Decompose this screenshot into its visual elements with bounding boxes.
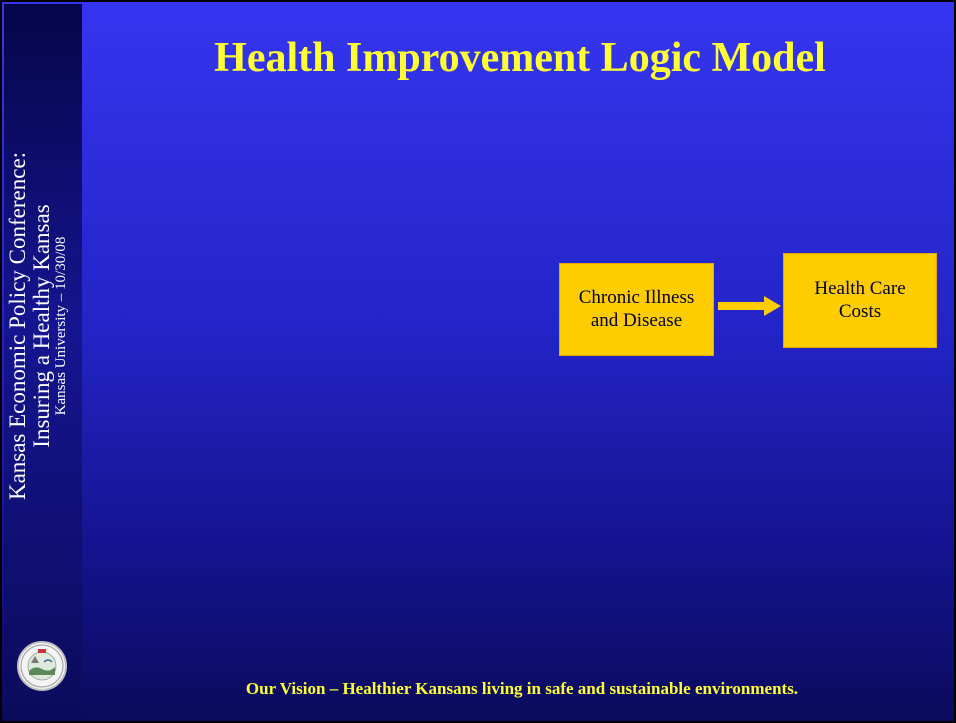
seal-graphic [20, 644, 64, 688]
vision-statement: Our Vision – Healthier Kansans living in… [245, 679, 799, 698]
node-chronic-illness: Chronic Illness and Disease [559, 263, 714, 356]
sidebar-conference-text: Kansas Economic Policy Conference: Insur… [5, 0, 82, 676]
conference-title: Kansas Economic Policy Conference: [5, 151, 30, 501]
slide-title: Health Improvement Logic Model [214, 35, 826, 81]
node-health-care-costs: Health Care Costs [783, 253, 937, 348]
sidebar: Kansas Economic Policy Conference: Insur… [4, 4, 82, 721]
kdhe-seal-icon [17, 641, 67, 691]
conference-venue-date: Kansas University – 10/30/08 [53, 236, 70, 416]
arrow-right-icon [718, 296, 781, 316]
conference-subtitle: Insuring a Healthy Kansas [29, 204, 55, 448]
